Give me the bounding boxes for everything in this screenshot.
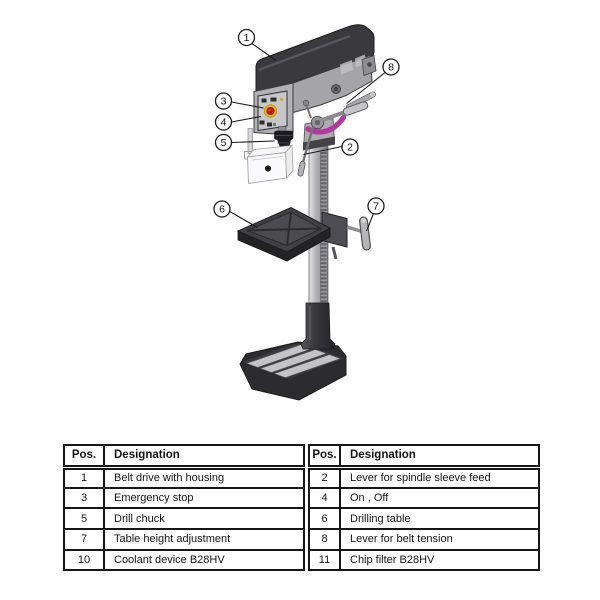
callout-8-label: 8 (388, 62, 394, 74)
callout-2-label: 2 (347, 142, 353, 154)
panel-button (270, 97, 277, 102)
parts-table-region: Pos. Designation 1 Belt drive with housi… (63, 444, 540, 572)
pos-cell: 1 (63, 466, 105, 489)
table-row: 5 Drill chuck (63, 507, 305, 531)
callout-4: 4 (214, 113, 262, 131)
feed-lever-grip (343, 102, 368, 115)
drill-press-figure: 1 8 3 4 5 2 6 7 (213, 24, 400, 401)
drilling-table (236, 206, 332, 262)
table-row: 3 Emergency stop (63, 486, 305, 510)
control-panel (257, 90, 288, 132)
callout-4-label: 4 (221, 117, 227, 129)
designation-cell: Table height adjustment (103, 528, 305, 551)
callout-5-label: 5 (221, 137, 227, 149)
callout-6: 6 (213, 200, 258, 228)
spindle-assembly (297, 91, 376, 177)
indicator-lamp (279, 97, 284, 102)
pos-cell: 2 (308, 466, 341, 489)
table-row: 7 Table height adjustment (63, 528, 305, 551)
parts-table-right: Pos. Designation 2 Lever for spindle sle… (308, 444, 540, 572)
table-header-row: Pos. Designation (63, 444, 305, 470)
designation-cell: Coolant device B28HV (103, 548, 305, 572)
collar-ring (303, 136, 335, 151)
table-clamp-lever (331, 246, 338, 260)
designation-header: Designation (339, 444, 540, 470)
designation-cell: Chip filter B28HV (339, 548, 540, 572)
designation-cell: Drill chuck (103, 507, 305, 531)
pos-cell: 6 (308, 507, 341, 531)
table-row: 6 Drilling table (308, 507, 540, 531)
depth-stop-rod (305, 103, 312, 119)
magenta-guard (305, 114, 347, 135)
callout-1: 1 (237, 28, 277, 61)
indicator-lamp (272, 122, 277, 127)
table-row: 8 Lever for belt tension (308, 528, 540, 551)
vent-slot (340, 60, 353, 75)
drill-press-diagram: 1 8 3 4 5 2 6 7 (213, 24, 400, 401)
crank-handle (346, 216, 371, 251)
emergency-stop-button (266, 106, 275, 116)
callout-7: 7 (365, 197, 385, 232)
pos-cell: 7 (63, 528, 105, 551)
callout-6-label: 6 (219, 204, 225, 216)
callout-8: 8 (346, 58, 400, 104)
pos-cell: 3 (63, 486, 105, 510)
pos-header: Pos. (308, 444, 341, 470)
panel-button (261, 98, 267, 103)
callout-5: 5 (214, 133, 275, 152)
coolant-valve (264, 165, 272, 172)
designation-cell: Lever for belt tension (339, 528, 540, 551)
callout-1-label: 1 (244, 32, 250, 44)
designation-cell: Lever for spindle sleeve feed (339, 466, 540, 489)
callout-7-label: 7 (373, 201, 379, 213)
designation-cell: Belt drive with housing (103, 466, 305, 489)
table-row: 1 Belt drive with housing (63, 466, 305, 489)
pos-cell: 10 (63, 548, 105, 572)
callout-3: 3 (214, 92, 264, 110)
table-row: 4 On , Off (308, 486, 540, 510)
callout-3-label: 3 (221, 96, 227, 108)
table-row: 11 Chip filter B28HV (308, 548, 540, 572)
designation-cell: Drilling table (339, 507, 540, 531)
feed-lever-spoke (301, 126, 315, 165)
pos-cell: 4 (308, 486, 341, 510)
off-button (267, 122, 272, 127)
column-foot-collar (300, 302, 336, 350)
parts-table-left: Pos. Designation 1 Belt drive with housi… (63, 444, 305, 572)
pos-cell: 5 (63, 507, 105, 531)
pos-cell: 11 (308, 548, 341, 572)
table-row: 10 Coolant device B28HV (63, 548, 305, 572)
designation-cell: Emergency stop (103, 486, 305, 510)
pos-header: Pos. (63, 444, 105, 470)
designation-header: Designation (103, 444, 305, 470)
mount-bar (247, 128, 253, 154)
coolant-device (244, 128, 294, 185)
table-header-row: Pos. Designation (308, 444, 540, 470)
machine-base (239, 341, 347, 401)
designation-cell: On , Off (339, 486, 540, 510)
on-button (259, 120, 265, 125)
table-row: 2 Lever for spindle sleeve feed (308, 466, 540, 489)
pos-cell: 8 (308, 528, 341, 551)
callout-2: 2 (303, 138, 359, 156)
